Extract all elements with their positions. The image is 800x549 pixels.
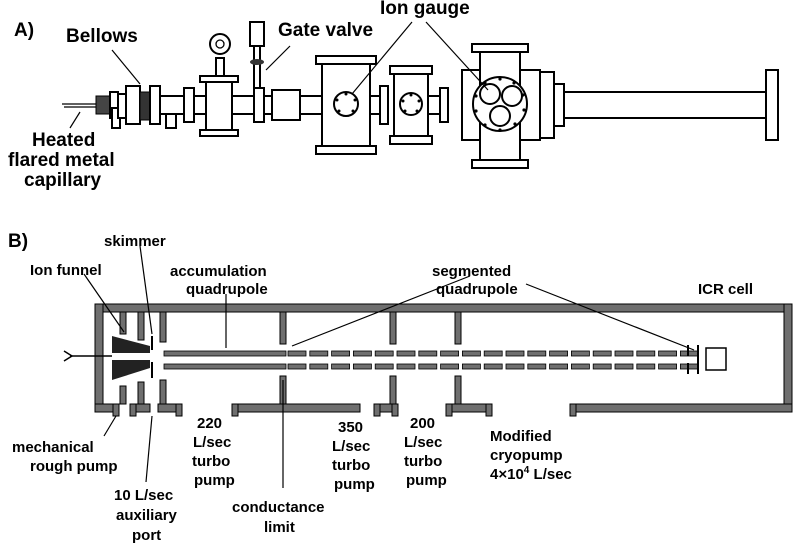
quadrupole-segment bbox=[352, 363, 372, 370]
label-capillary-3: capillary bbox=[24, 170, 102, 191]
quadrupole-segment bbox=[287, 363, 307, 370]
panel-b-tag: B) bbox=[8, 231, 28, 252]
quadrupole-segment bbox=[352, 350, 372, 357]
vacuum-chamber bbox=[94, 303, 793, 417]
quadrupole-segment bbox=[614, 350, 634, 357]
quadrupole-segment bbox=[571, 350, 590, 357]
label-conductance-1: conductance bbox=[232, 499, 325, 516]
label-bellows: Bellows bbox=[66, 26, 138, 47]
quadrupole-segment bbox=[680, 350, 699, 357]
ion-gauge-cross-3 bbox=[439, 43, 555, 169]
label-gate-valve: Gate valve bbox=[278, 20, 373, 41]
label-turbo200-1: 200 bbox=[410, 415, 435, 432]
panel-a: A) bbox=[8, 0, 779, 191]
label-turbo200-3: turbo bbox=[404, 453, 442, 470]
label-turbo220-3: turbo bbox=[192, 453, 230, 470]
quadrupole-segment bbox=[483, 350, 503, 357]
label-turbo350-1: 350 bbox=[338, 419, 363, 436]
quadrupole-segment bbox=[396, 363, 416, 370]
cross-fitting bbox=[193, 33, 255, 137]
quadrupole-segment bbox=[636, 363, 656, 370]
quadrupole-segment bbox=[636, 350, 656, 357]
label-accumulation-2: quadrupole bbox=[186, 281, 268, 298]
quadrupole-segment bbox=[287, 350, 307, 357]
label-rough-pump-1: mechanical bbox=[12, 439, 94, 456]
label-rough-pump-2: rough pump bbox=[30, 458, 117, 475]
label-turbo220-2: L/sec bbox=[193, 434, 231, 451]
label-turbo200-4: pump bbox=[406, 472, 447, 489]
quadrupole-segment bbox=[440, 363, 460, 370]
label-capillary-1: Heated bbox=[32, 130, 95, 151]
label-turbo350-4: pump bbox=[334, 476, 375, 493]
label-aux-port-2: auxiliary bbox=[116, 507, 178, 524]
baffles bbox=[119, 311, 462, 405]
quadrupole-segment bbox=[374, 350, 394, 357]
label-segmented-1: segmented bbox=[432, 263, 511, 280]
heated-capillary bbox=[62, 91, 121, 129]
label-icr-cell: ICR cell bbox=[698, 281, 753, 298]
icr-tube bbox=[553, 69, 779, 141]
accumulation-rod bbox=[163, 350, 287, 357]
label-cryopump-1: Modified bbox=[490, 428, 552, 445]
label-conductance-2: limit bbox=[264, 519, 295, 536]
label-segmented-2: quadrupole bbox=[436, 281, 518, 298]
label-turbo200-2: L/sec bbox=[404, 434, 442, 451]
quadrupole-segment bbox=[396, 350, 416, 357]
quadrupole-segment bbox=[483, 363, 503, 370]
label-cryopump-2: cryopump bbox=[490, 447, 563, 464]
quadrupole-segment bbox=[549, 350, 568, 357]
quadrupole-segment bbox=[374, 363, 394, 370]
ion-gauge-cross-1 bbox=[299, 55, 381, 155]
label-skimmer: skimmer bbox=[104, 233, 166, 250]
label-turbo220-1: 220 bbox=[197, 415, 222, 432]
label-capillary-2: flared metal bbox=[8, 150, 115, 171]
quadrupole-segment bbox=[658, 363, 677, 370]
ion-funnel bbox=[63, 336, 153, 380]
panel-a-tag: A) bbox=[14, 20, 34, 41]
quadrupole-segment bbox=[680, 363, 699, 370]
quadrupole-segment bbox=[461, 363, 481, 370]
bellows-assembly bbox=[117, 85, 195, 129]
label-accumulation-1: accumulation bbox=[170, 263, 267, 280]
quadrupole-segment bbox=[418, 350, 438, 357]
quadrupole-segment bbox=[505, 350, 525, 357]
quadrupole-segment bbox=[418, 363, 438, 370]
label-ion-gauge: Ion gauge bbox=[380, 0, 470, 19]
quadrupole-segment bbox=[527, 363, 547, 370]
quadrupole-segment bbox=[592, 350, 612, 357]
quadrupole-segment bbox=[592, 363, 612, 370]
quadrupole-segment bbox=[505, 363, 525, 370]
label-cryopump-speed: 4×104 L/sec bbox=[490, 465, 572, 483]
quadrupole-segment bbox=[614, 363, 634, 370]
icr-cell bbox=[687, 345, 727, 374]
quadrupole-segment bbox=[527, 350, 547, 357]
label-aux-port-3: port bbox=[132, 527, 161, 544]
label-aux-port-1: 10 L/sec bbox=[114, 487, 173, 504]
label-turbo350-2: L/sec bbox=[332, 438, 370, 455]
panel-b: B) bbox=[8, 231, 793, 544]
quadrupole-segment bbox=[309, 350, 329, 357]
accumulation-rod bbox=[163, 363, 287, 370]
label-ion-funnel: Ion funnel bbox=[30, 262, 102, 279]
quadrupole-segment bbox=[461, 350, 481, 357]
ion-gauge-cross-2 bbox=[379, 65, 441, 145]
quadrupole-rods bbox=[163, 350, 699, 370]
quadrupole-segment bbox=[549, 363, 568, 370]
quadrupole-segment bbox=[331, 363, 351, 370]
quadrupole-segment bbox=[331, 350, 351, 357]
quadrupole-segment bbox=[309, 363, 329, 370]
label-turbo350-3: turbo bbox=[332, 457, 370, 474]
quadrupole-segment bbox=[440, 350, 460, 357]
quadrupole-segment bbox=[571, 363, 590, 370]
label-turbo220-4: pump bbox=[194, 472, 235, 489]
quadrupole-segment bbox=[658, 350, 677, 357]
